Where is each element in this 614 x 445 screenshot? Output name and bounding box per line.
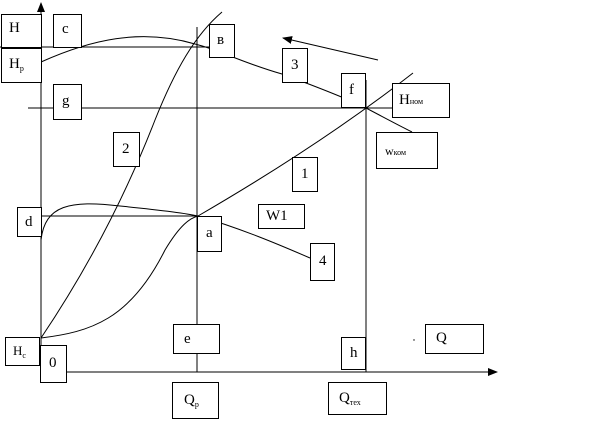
label-a: a [197, 216, 222, 252]
Qp-main: Q [184, 392, 195, 408]
Hnom-main: H [399, 92, 410, 108]
label-Qtex: Qтех [328, 382, 387, 415]
Wnom-main: w [385, 144, 394, 158]
curve2-text: 2 [122, 141, 130, 157]
Hnom-sub: ном [409, 97, 424, 106]
label-h: h [341, 337, 366, 370]
curve-2 [40, 11, 223, 339]
W1-sub: 1 [280, 208, 288, 224]
curve4-text: 4 [319, 253, 327, 269]
label-Hc: Hс [5, 337, 40, 366]
curve-4 [40, 203, 311, 259]
curve3-text: 3 [291, 57, 299, 73]
label-Wnom: wком [376, 132, 438, 169]
label-Hnom: Hном [392, 83, 450, 118]
label-Qp: Qр [172, 382, 219, 419]
curve1-text: 1 [301, 166, 309, 182]
a-text: a [206, 225, 213, 241]
label-curve-2: 2 [113, 132, 140, 167]
Hp-text: Hр [9, 56, 24, 73]
e-text: e [184, 331, 191, 347]
Qtex-sub: тех [349, 398, 361, 407]
g-text: g [62, 93, 70, 109]
direction-arrow [282, 36, 379, 61]
label-f: f [341, 73, 366, 108]
H-text: H [9, 20, 20, 36]
label-curve-1: 1 [292, 157, 318, 192]
label-c: c [53, 14, 82, 48]
Qtex-text: Qтех [339, 390, 361, 407]
curve-3 [40, 36, 413, 133]
Wnom-text: wком [385, 145, 406, 157]
label-curve-4: 4 [310, 243, 335, 281]
label-zero: 0 [40, 345, 67, 383]
Hc-sub: с [22, 351, 26, 360]
Hnom-text: Hном [399, 93, 423, 108]
label-g: g [53, 84, 82, 120]
label-e: e [173, 324, 220, 354]
Q-text: Q [436, 330, 447, 346]
d-text: d [25, 214, 33, 230]
dot-q [413, 339, 415, 341]
Qtex-main: Q [339, 390, 350, 406]
W1-main: W [266, 208, 281, 224]
curve-1 [40, 72, 414, 339]
label-Hp: Hр [1, 48, 42, 83]
Qp-text: Qр [184, 392, 199, 409]
Hp-sub: р [19, 64, 24, 73]
label-W1: W1 [258, 204, 305, 229]
f-text: f [349, 82, 354, 98]
label-curve-3: 3 [282, 48, 308, 83]
W1-text: W1 [266, 209, 288, 224]
label-v: в [209, 24, 235, 58]
Qp-sub: р [194, 400, 199, 409]
h-text: h [350, 345, 358, 361]
label-H: H [1, 14, 42, 48]
zero-text: 0 [49, 355, 57, 371]
Hc-text: Hс [13, 343, 26, 360]
Hp-main: H [9, 56, 20, 72]
Wnom-sub: ком [393, 148, 407, 157]
v-text: в [217, 32, 225, 48]
c-text: c [62, 21, 69, 37]
Hc-main: H [13, 343, 23, 358]
label-d: d [17, 207, 42, 237]
label-Q: Q [425, 324, 484, 354]
